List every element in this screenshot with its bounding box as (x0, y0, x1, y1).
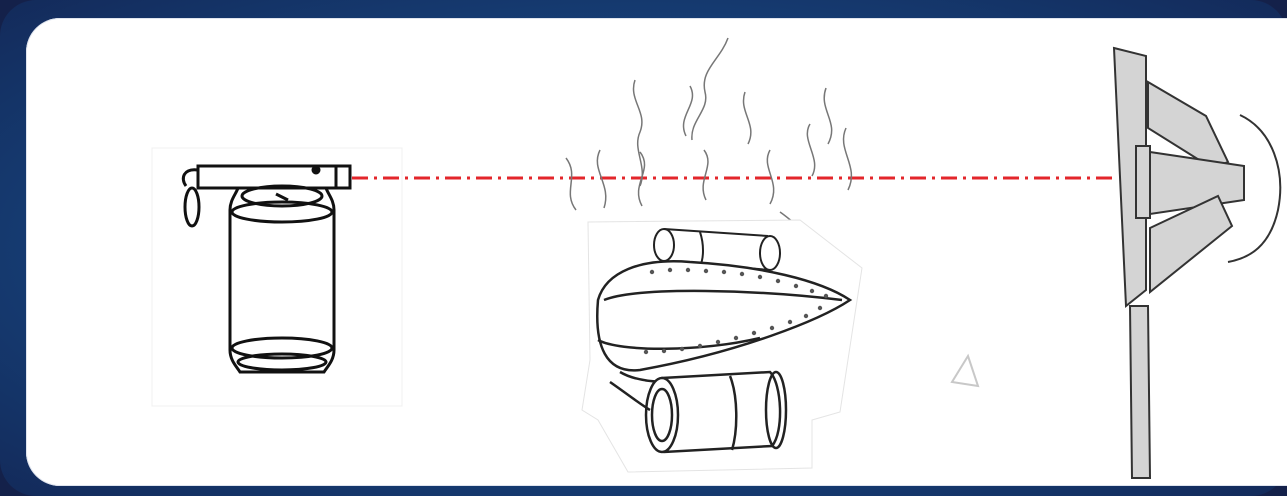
target-icon (1112, 46, 1282, 479)
steam-icon (565, 37, 853, 251)
can-icon (228, 184, 336, 374)
iron-icon (596, 260, 853, 384)
left-photo-frame (151, 147, 403, 407)
triangle-artifact (950, 353, 980, 388)
iron-steam-holes (643, 267, 829, 355)
laser-pointer-icon (181, 164, 352, 228)
cans-under-iron (609, 370, 788, 454)
